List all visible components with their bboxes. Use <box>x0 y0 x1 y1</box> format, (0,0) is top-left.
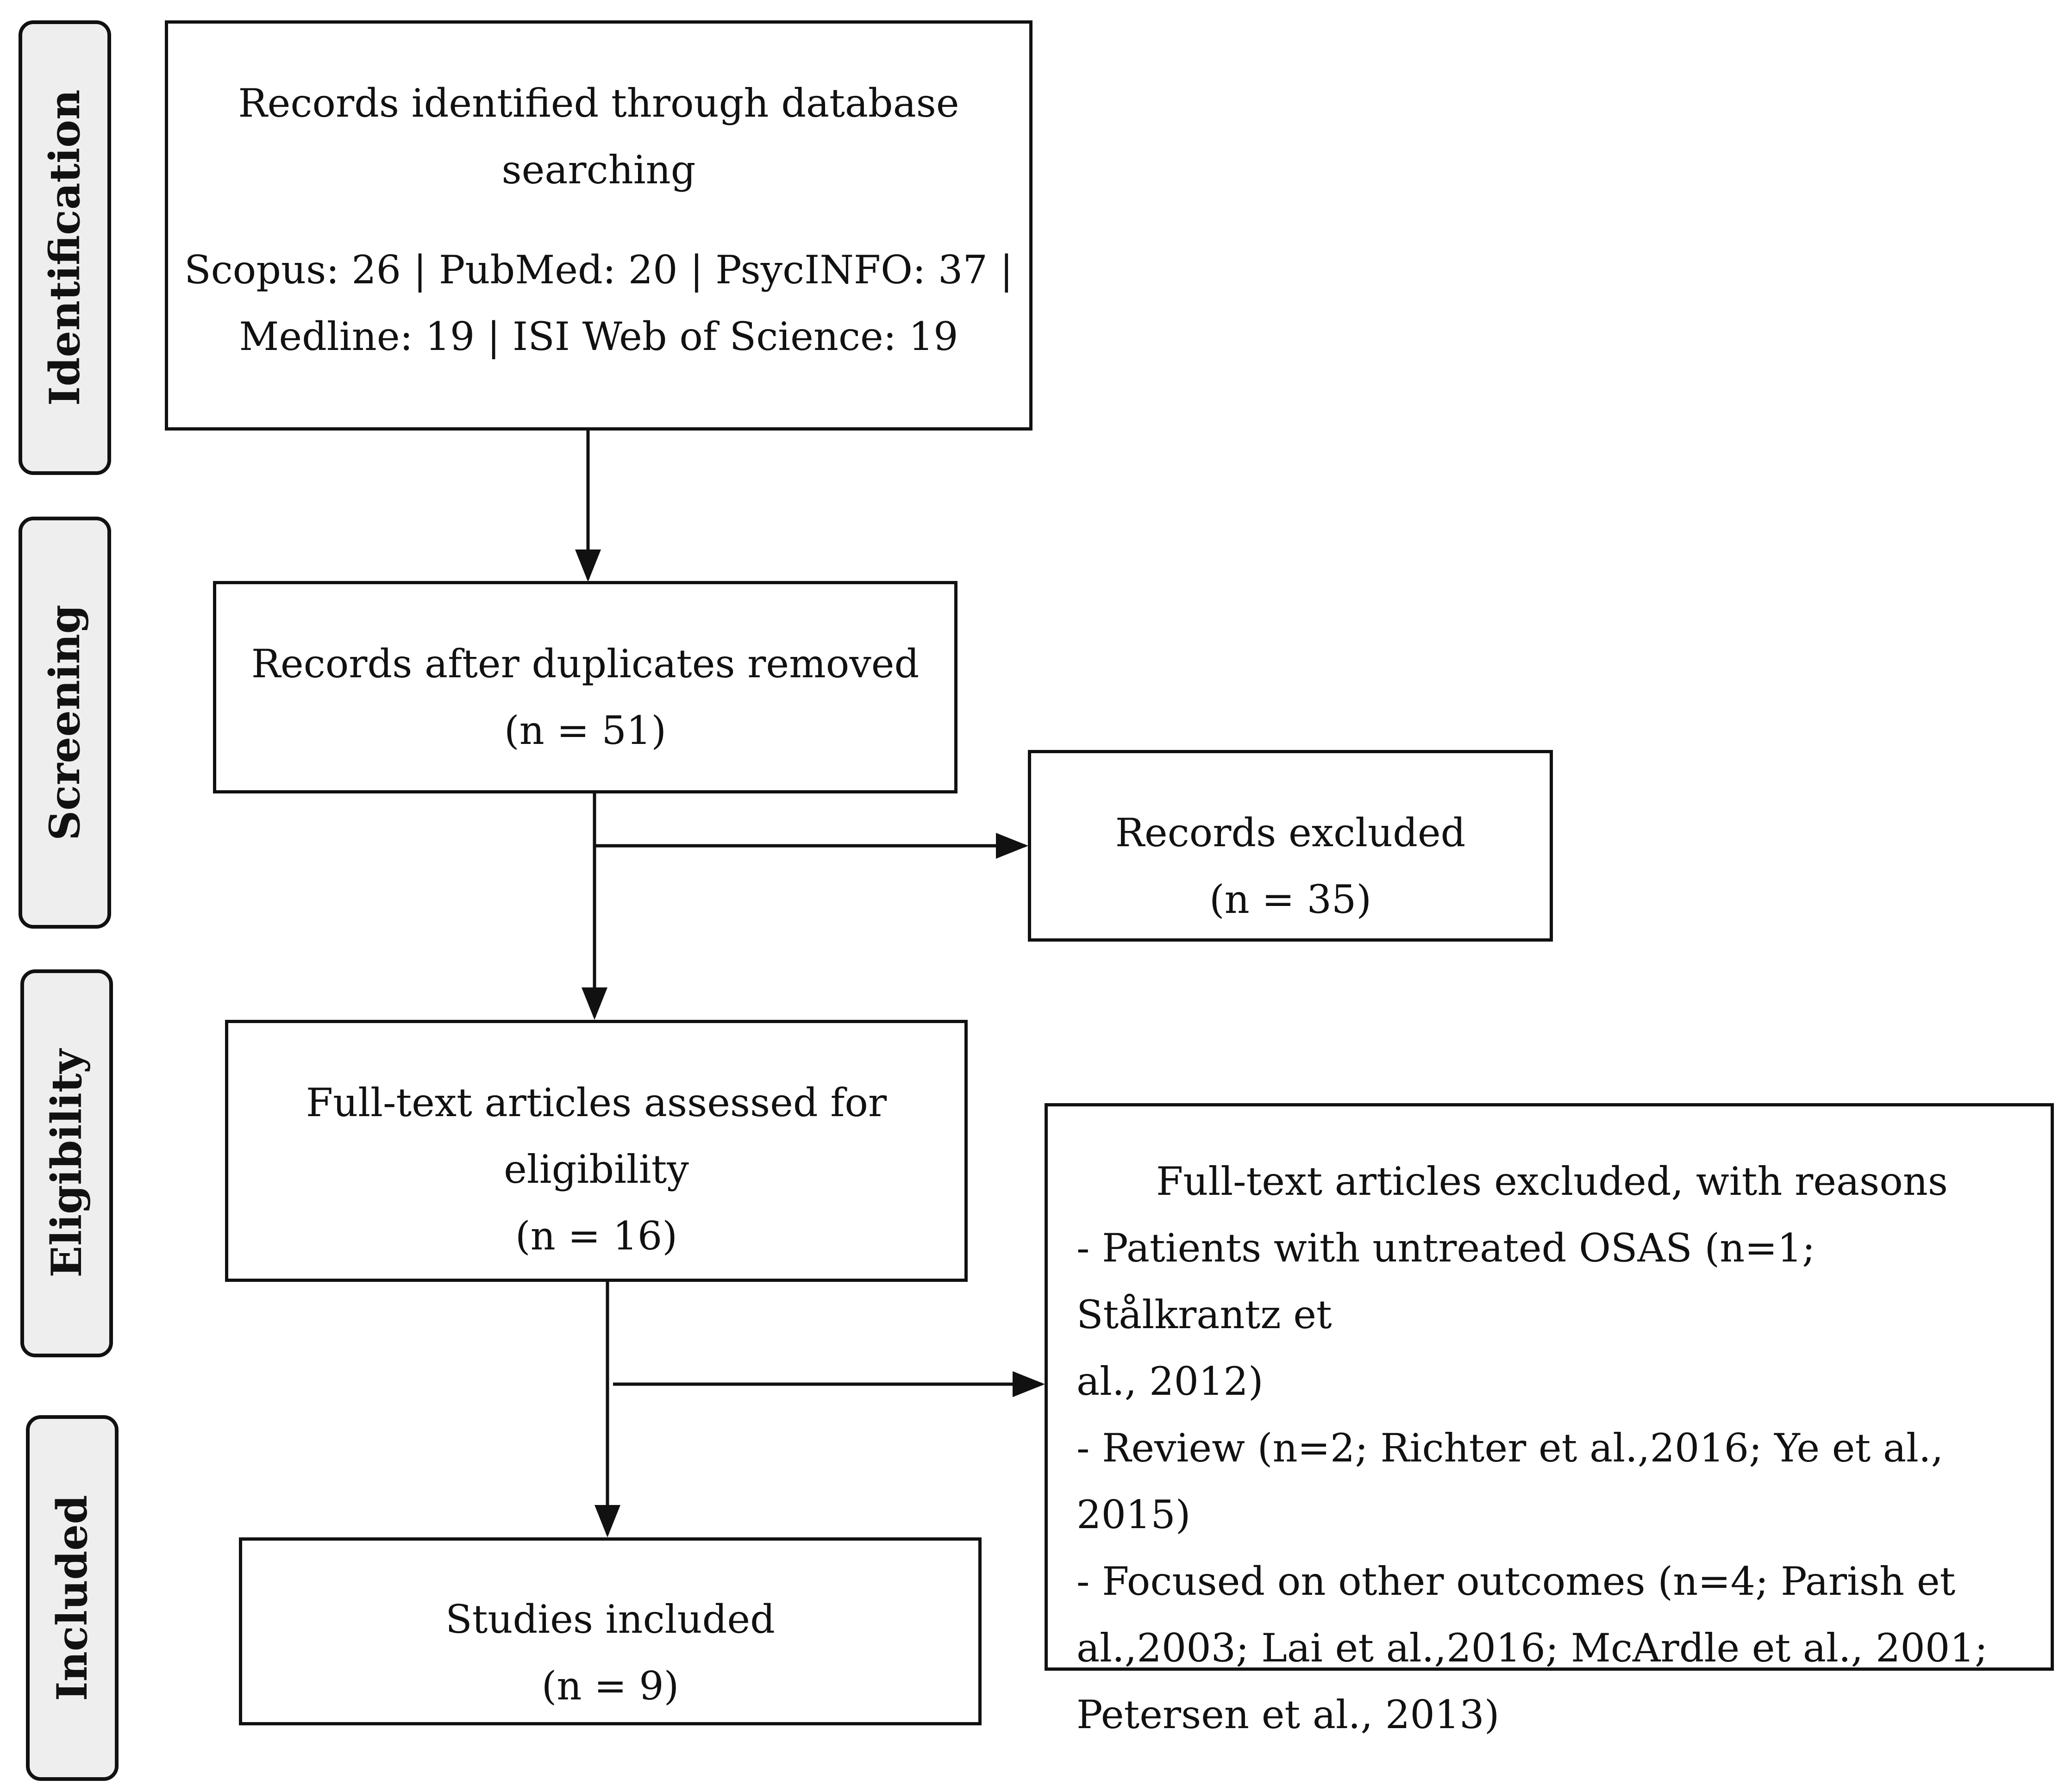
phase-included: Included <box>26 1415 119 1781</box>
phase-eligibility: Eligibility <box>20 969 113 1357</box>
exclusion-reason-line: - Patients with untreated OSAS (n=1; Stå… <box>1076 1225 1815 1337</box>
fulltext-assessed-title-line2: eligibility <box>504 1147 689 1192</box>
records-after-duplicates-box: Records after duplicates removed (n = 51… <box>213 581 957 793</box>
phase-identification: Identification <box>19 20 111 475</box>
records-after-duplicates-title: Records after duplicates removed <box>251 641 920 687</box>
exclusion-reason-line: - Review (n=2; Richter et al.,2016; Ye e… <box>1076 1425 1944 1537</box>
records-after-duplicates-count: (n = 51) <box>504 708 667 753</box>
studies-included-count: (n = 9) <box>541 1663 679 1709</box>
records-excluded-box: Records excluded (n = 35) <box>1028 750 1553 942</box>
fulltext-assessed-title-line1: Full-text articles assessed for <box>306 1080 887 1125</box>
fulltext-assessed-box: Full-text articles assessed for eligibil… <box>225 1020 968 1282</box>
records-excluded-count: (n = 35) <box>1209 877 1372 922</box>
database-sources-line2: Medline: 19 | ISI Web of Science: 19 <box>239 314 958 359</box>
records-excluded-title: Records excluded <box>1115 810 1466 855</box>
exclusion-reason-line: - Focused on other outcomes (n=4; Parish… <box>1076 1559 1956 1604</box>
exclusion-reason-line: al., 2012) <box>1076 1359 1264 1404</box>
studies-included-title: Studies included <box>445 1597 775 1642</box>
studies-included-box: Studies included (n = 9) <box>239 1537 982 1725</box>
fulltext-excluded-heading: Full-text articles excluded, with reason… <box>1156 1159 1948 1204</box>
database-sources-line1: Scopus: 26 | PubMed: 20 | PsycINFO: 37 | <box>184 247 1013 293</box>
phase-screening: Screening <box>19 517 111 929</box>
exclusion-reason-line: al.,2003; Lai et al.,2016; McArdle et al… <box>1076 1625 1988 1671</box>
exclusion-reason-line: Petersen et al., 2013) <box>1076 1692 1500 1737</box>
fulltext-excluded-box: Full-text articles excluded, with reason… <box>1045 1103 2054 1737</box>
records-identified-title-line2: searching <box>501 147 696 193</box>
records-identified-box: Records identified through database sear… <box>165 20 1032 431</box>
fulltext-assessed-count: (n = 16) <box>515 1213 678 1259</box>
records-identified-title-line1: Records identified through database <box>238 81 959 126</box>
